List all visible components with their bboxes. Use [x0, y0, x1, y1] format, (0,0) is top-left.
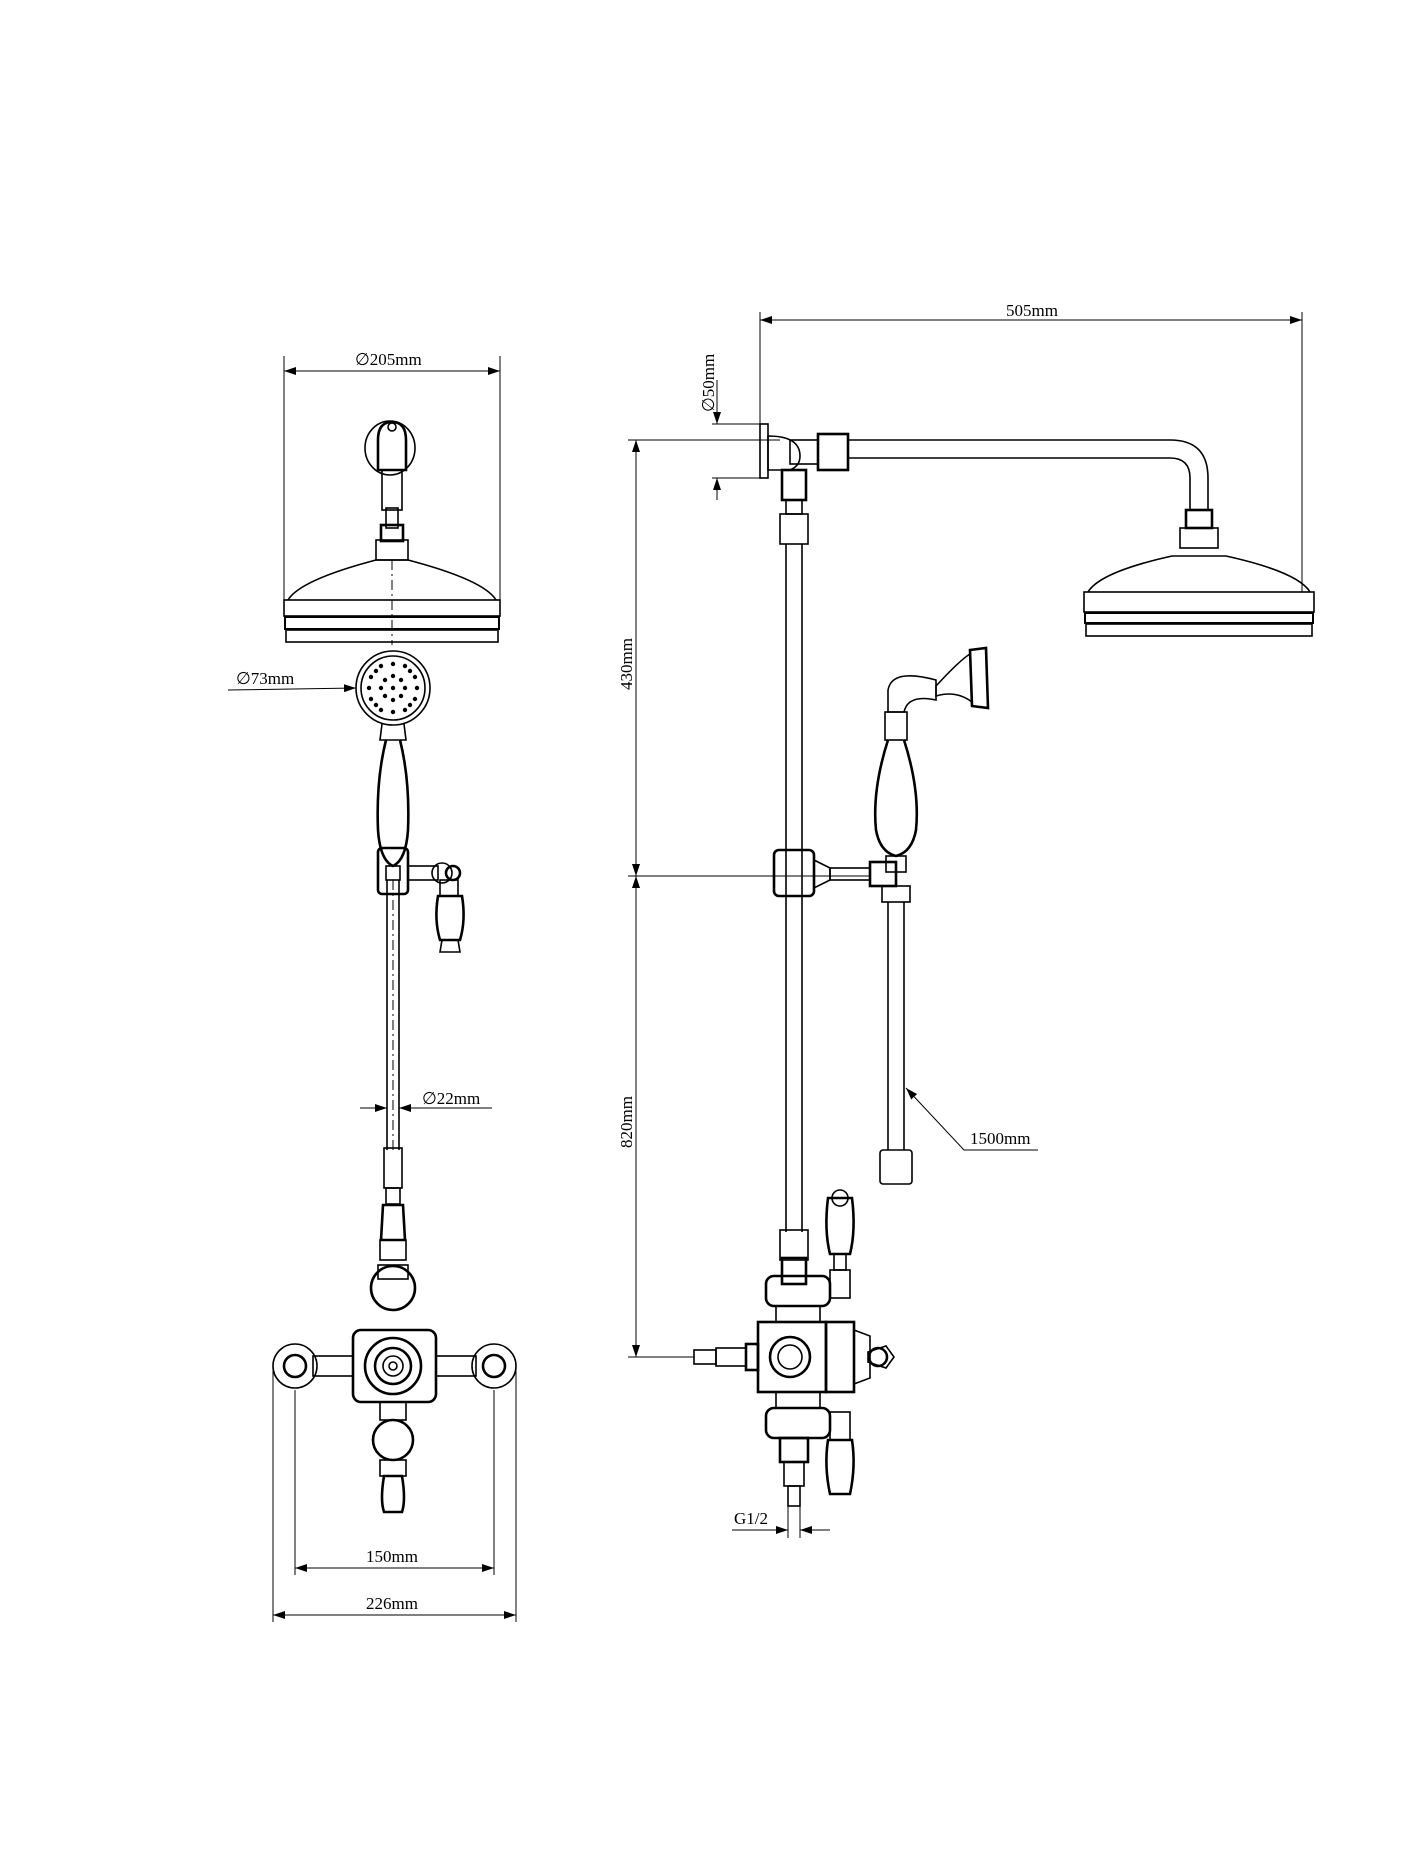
inlet-centres-label: 150mm — [366, 1547, 418, 1566]
front-riser-rail — [379, 880, 407, 1261]
front-dim-overall-width: 226mm — [272, 1366, 517, 1622]
side-dim-inlet-thread: G1/2 — [732, 1506, 830, 1538]
side-dim-arm-projection: 505mm — [759, 301, 1303, 592]
side-dim-wall-plate: ∅50mm — [699, 354, 760, 500]
front-thermostatic-valve — [272, 1264, 517, 1514]
head-diameter-label: ∅205mm — [355, 350, 422, 369]
overall-width-label: 226mm — [366, 1594, 418, 1613]
inlet-thread-label: G1/2 — [734, 1509, 768, 1528]
side-thermostatic-valve — [693, 1189, 895, 1507]
front-shower-arm — [364, 420, 416, 561]
front-handset — [355, 650, 431, 881]
front-dim-handset-diameter: ∅73mm — [227, 669, 357, 693]
side-dim-hose-length: 1500mm — [905, 1087, 1038, 1151]
side-shower-head — [1083, 555, 1315, 637]
hose-length-label: 1500mm — [970, 1129, 1030, 1148]
wall-plate-label: ∅50mm — [699, 354, 718, 412]
front-dim-riser-diameter: ∅22mm — [360, 1089, 492, 1112]
front-dim-head-diameter: ∅205mm — [283, 350, 501, 600]
side-dim-lower-height: 820mm — [617, 876, 694, 1358]
side-slider-bracket — [772, 848, 898, 898]
side-riser-rail — [779, 468, 809, 1286]
side-shower-arm — [759, 423, 1219, 549]
front-slider-handle — [376, 846, 465, 953]
side-dim-upper-height: 430mm — [617, 439, 870, 877]
arm-projection-label: 505mm — [1006, 301, 1058, 320]
side-handset-hose — [873, 646, 990, 1185]
riser-diameter-label: ∅22mm — [422, 1089, 480, 1108]
upper-height-label: 430mm — [617, 638, 636, 690]
lower-height-label: 820mm — [617, 1096, 636, 1148]
side-view: 505mm ∅50mm 430mm 820mm 1500mm — [617, 301, 1315, 1538]
handset-diameter-label: ∅73mm — [236, 669, 294, 688]
front-view: ∅205mm ∅73mm ∅22mm 150mm 226mm — [227, 350, 517, 1622]
front-shower-head — [283, 559, 501, 645]
front-dim-inlet-centres: 150mm — [294, 1390, 495, 1575]
